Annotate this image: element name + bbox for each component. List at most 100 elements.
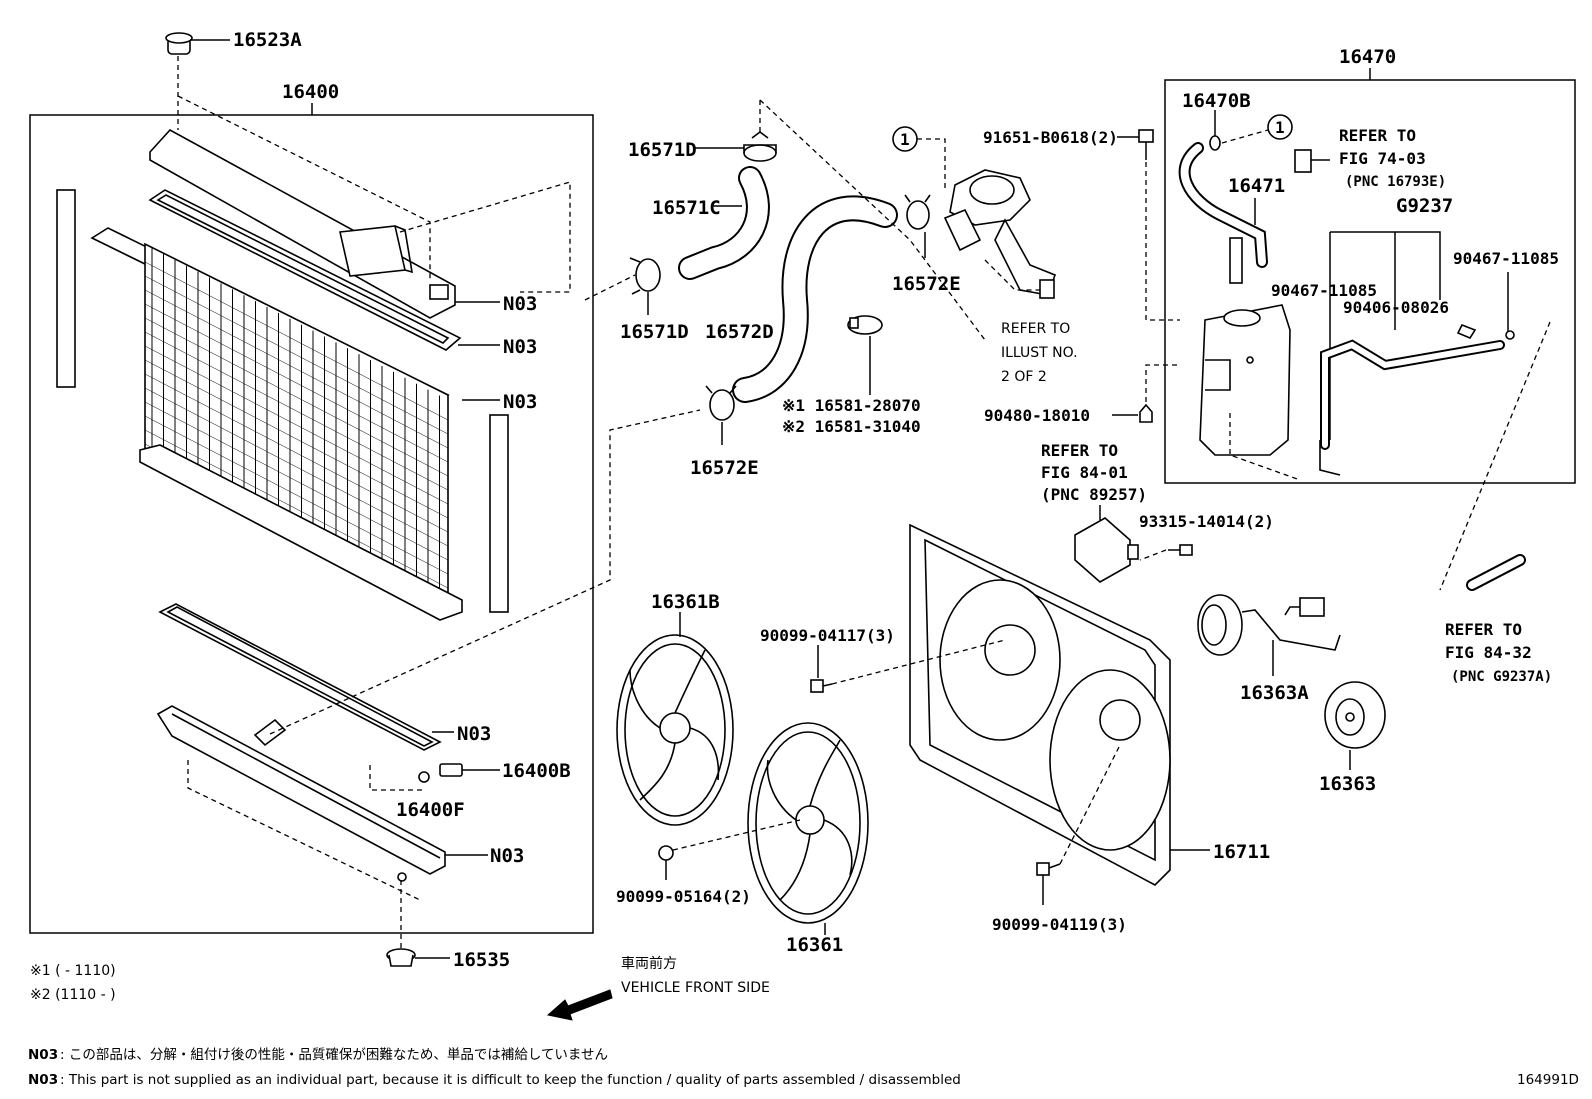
fan-relay-icon bbox=[1074, 505, 1139, 583]
hose-clamp-icon-mid bbox=[629, 257, 661, 295]
circle-ref-1-text: 1 bbox=[900, 130, 910, 149]
circle-ref-1-text-b: 1 bbox=[1275, 118, 1285, 137]
range-note-2: ※2 (1110 - ) bbox=[30, 987, 116, 1003]
notes-group: ※1 ( - 1110) ※2 (1110 - ) 車両前方 VEHICLE F… bbox=[28, 955, 1579, 1088]
part-16571D-bot-label: 16571D bbox=[620, 321, 689, 343]
radiator-cap-icon bbox=[165, 32, 230, 55]
part-90480-label: 90480-18010 bbox=[984, 406, 1090, 425]
range-note-1: ※1 ( - 1110) bbox=[30, 963, 116, 979]
ref-illust-line1: REFER TO bbox=[1001, 321, 1070, 337]
part-90467-b-label: 90467-11085 bbox=[1453, 249, 1559, 268]
n03-label-c: N03 bbox=[503, 391, 537, 413]
drain-cock-icon bbox=[418, 763, 500, 783]
hose-clamp-16581-icon bbox=[847, 315, 883, 395]
part-16572E-bot-label: 16572E bbox=[690, 457, 759, 479]
fan-16361B-icon bbox=[616, 634, 734, 826]
circle-ref-1-right: 1 bbox=[1267, 114, 1293, 140]
part-90099-04119-label: 90099-04119(3) bbox=[992, 915, 1127, 934]
ref-fig7403-line2: FIG 74-03 bbox=[1339, 149, 1426, 168]
fan-group: REFER TO FIG 84-01 (PNC 89257) 93315-140… bbox=[616, 441, 1386, 956]
radiator-assembly-group: 16400 16523A bbox=[29, 29, 701, 971]
figure-id: 164991D bbox=[1517, 1072, 1579, 1088]
footer-code-jp: N03 bbox=[28, 1047, 58, 1063]
part-16400B-label: 16400B bbox=[502, 760, 571, 782]
n03-label-b: N03 bbox=[503, 336, 537, 358]
fan-motor-16363-icon bbox=[1324, 681, 1386, 749]
part-16523A-label: 16523A bbox=[233, 29, 302, 51]
reservoir-hose-16471-outline bbox=[1178, 142, 1268, 268]
part-16470B-label: 16470B bbox=[1182, 90, 1251, 112]
footer-note-jp: : この部品は、分解・組付け後の性能・品質確保が困難なため、単品では補給していま… bbox=[60, 1047, 608, 1063]
lower-tank-icon bbox=[156, 705, 446, 882]
n03-label-e: N03 bbox=[490, 845, 524, 867]
water-outlet-icon bbox=[943, 169, 1057, 299]
bolt-90099-04119-icon bbox=[1036, 862, 1061, 905]
part-16572E-top-label: 16572E bbox=[892, 273, 961, 295]
label-sticker-icon bbox=[1294, 149, 1312, 173]
upper-tank-icon bbox=[149, 128, 456, 319]
part-16470-label: 16470 bbox=[1339, 46, 1396, 68]
ref-fig8432-group: REFER TO FIG 84-32 (PNC G9237A) bbox=[1445, 554, 1552, 685]
part-16571C-label: 16571C bbox=[652, 197, 721, 219]
n03-label-d: N03 bbox=[457, 723, 491, 745]
part-90406-label: 90406-08026 bbox=[1343, 298, 1449, 317]
footer-code-en: N03 bbox=[28, 1072, 58, 1088]
ref-fig8401-line3: (PNC 89257) bbox=[1041, 485, 1147, 504]
clip-16470B-icon bbox=[1209, 135, 1221, 151]
reservoir-group: 16470 16470B 1 16471 REFER TO FIG 74- bbox=[1164, 46, 1576, 591]
clip-90406-icon bbox=[1456, 323, 1477, 339]
part-16400F-label: 16400F bbox=[396, 799, 465, 821]
part-16363A-label: 16363A bbox=[1240, 682, 1309, 704]
part-91651-label: 91651-B0618(2) bbox=[983, 128, 1118, 147]
ref-illust-line2: ILLUST NO. bbox=[1001, 345, 1078, 361]
part-90099-05164-label: 90099-05164(2) bbox=[616, 887, 751, 906]
hose-clamp-icon-16572E-top bbox=[904, 194, 931, 230]
bolt-90099-04117-icon bbox=[810, 679, 833, 693]
upper-gasket-icon bbox=[148, 189, 462, 351]
part-16535-label: 16535 bbox=[453, 949, 510, 971]
part-16363-label: 16363 bbox=[1319, 773, 1376, 795]
right-seal-icon bbox=[489, 414, 509, 613]
front-side-en: VEHICLE FRONT SIDE bbox=[621, 980, 770, 996]
fan-motor-16363A-icon bbox=[1197, 594, 1341, 656]
front-arrow-icon bbox=[546, 989, 613, 1021]
circle-ref-1-left: 1 bbox=[892, 126, 946, 190]
part-93315-label: 93315-14014(2) bbox=[1139, 512, 1274, 531]
radiator-core-icon bbox=[90, 227, 463, 621]
ref-fig8432-line1: REFER TO bbox=[1445, 620, 1522, 639]
water-outlet-group: 1 REFER TO ILLUST NO. 2 OF 2 91651-B0618… bbox=[892, 126, 1180, 425]
ref-fig8432-line3: (PNC G9237A) bbox=[1451, 669, 1552, 685]
hose-clamp-icon-top bbox=[743, 131, 777, 162]
ref-fig8401-line2: FIG 84-01 bbox=[1041, 463, 1128, 482]
n03-label-a: N03 bbox=[503, 293, 537, 315]
part-90099-04117-label: 90099-04117(3) bbox=[760, 626, 895, 645]
ref-fig7403-line3: (PNC 16793E) bbox=[1345, 174, 1446, 190]
plug-90480-icon bbox=[1112, 403, 1153, 423]
part-G9237-label: G9237 bbox=[1396, 195, 1453, 217]
ref-illust-line3: 2 OF 2 bbox=[1001, 369, 1047, 385]
fan-16361-icon bbox=[747, 722, 869, 924]
clip-90467-icon bbox=[1505, 330, 1515, 340]
drain-plug-icon bbox=[386, 948, 450, 967]
reservoir-tank-icon bbox=[1199, 304, 1291, 456]
hose-clamp-icon-16572E-bot bbox=[705, 385, 737, 421]
bolt-93315-icon bbox=[1168, 544, 1193, 556]
ref-fig8401-line1: REFER TO bbox=[1041, 441, 1118, 460]
fan-shroud-icon bbox=[909, 523, 1171, 886]
nut-90099-05164-icon bbox=[658, 845, 674, 880]
part-16581-1-label: ※1 16581-28070 bbox=[782, 396, 921, 415]
part-16572D-label: 16572D bbox=[705, 321, 774, 343]
part-16711-label: 16711 bbox=[1213, 841, 1270, 863]
part-16361B-label: 16361B bbox=[651, 591, 720, 613]
part-16581-2-label: ※2 16581-31040 bbox=[782, 417, 921, 436]
front-side-jp: 車両前方 bbox=[621, 955, 677, 972]
left-seal-icon bbox=[56, 189, 76, 388]
part-16361-label: 16361 bbox=[786, 934, 843, 956]
part-90467-a-label: 90467-11085 bbox=[1271, 281, 1377, 300]
ref-fig7403-line1: REFER TO bbox=[1339, 126, 1416, 145]
hoses-group: 16571D 16571C 16571D 16572D 16572E 16572… bbox=[584, 99, 986, 479]
part-16471-label: 16471 bbox=[1228, 175, 1285, 197]
footer-note-en: : This part is not supplied as an indivi… bbox=[60, 1072, 961, 1088]
